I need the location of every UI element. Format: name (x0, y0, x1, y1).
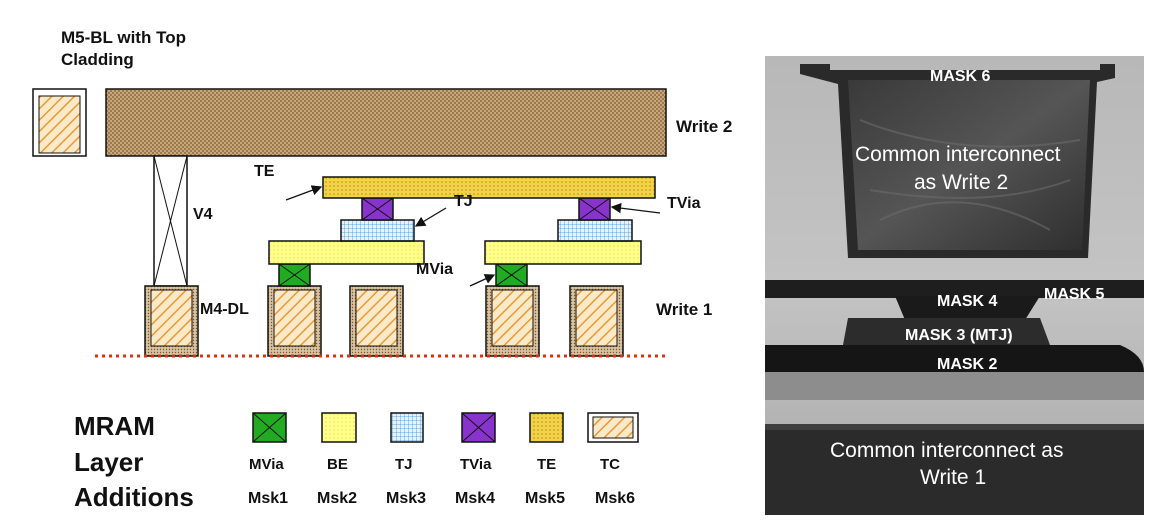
legend-name-mvia: MVia (249, 456, 284, 473)
m4-base-5 (569, 285, 624, 357)
legend-name-tj: TJ (395, 456, 413, 473)
legend-title-line3: Additions (74, 482, 194, 512)
photo-top-caption-line1: Common interconnect (855, 143, 1061, 166)
legend-mask-msk3: Msk3 (386, 490, 427, 507)
mvia-left (278, 263, 311, 287)
te-label: TE (254, 163, 275, 180)
legend-name-tc: TC (600, 456, 620, 473)
tvia-right (578, 197, 611, 221)
mvia-right (495, 263, 528, 287)
m4-base-1 (144, 285, 199, 357)
photo-bottom-caption-line2: Write 1 (920, 466, 987, 489)
m4-dl-label: M4-DL (200, 301, 249, 318)
photo-mask6-label: MASK 6 (930, 68, 991, 85)
tj-right (557, 219, 633, 242)
legend-name-tvia: TVia (460, 456, 492, 473)
legend-mask-msk5: Msk5 (525, 490, 566, 507)
tj-label: TJ (454, 193, 473, 210)
photo-mask2-label: MASK 2 (937, 356, 998, 373)
write2-label: Write 2 (676, 117, 733, 136)
photo-bottom-caption-line1: Common interconnect as (830, 439, 1064, 462)
mvia-arrow (469, 274, 496, 287)
v4-via (153, 155, 188, 287)
legend-swatch-tj (390, 412, 424, 443)
m5-bl-label-line1: M5-BL with Top (61, 28, 186, 47)
mvia-label: MVia (416, 261, 454, 278)
legend-mask-msk2: Msk2 (317, 490, 358, 507)
m5-bl-label-line2: Cladding (61, 50, 134, 69)
photo-top-caption-line2: as Write 2 (914, 171, 1009, 194)
tvia-label: TVia (667, 195, 701, 212)
m4-base-3 (349, 285, 404, 357)
legend-mask-msk4: Msk4 (455, 490, 496, 507)
be-bar-left (268, 240, 425, 265)
tj-arrow (414, 207, 447, 227)
legend-mask-msk6: Msk6 (595, 490, 636, 507)
photo-mask5-label: MASK 5 (1044, 286, 1105, 303)
m4-base-2 (267, 285, 322, 357)
te-bar (322, 176, 656, 199)
write2-metal-bar (105, 88, 667, 157)
tvia-arrow (610, 202, 661, 214)
legend-title-line2: Layer (74, 447, 144, 477)
legend-mask-msk1: Msk1 (248, 490, 289, 507)
legend-name-be: BE (327, 456, 348, 473)
legend-swatch-mvia (252, 412, 287, 443)
legend-title-line1: MRAM (74, 411, 155, 441)
legend-swatch-tc (587, 412, 639, 443)
photo-mask3-label: MASK 3 (MTJ) (905, 327, 1013, 344)
te-arrow (285, 185, 323, 201)
legend-name-te: TE (537, 456, 557, 473)
legend-swatch-te (529, 412, 564, 443)
m5-bl-left-block (32, 88, 87, 157)
v4-label: V4 (193, 206, 213, 223)
m4-base-4 (485, 285, 540, 357)
tem-photo (765, 56, 1144, 515)
photo-mask4-label: MASK 4 (937, 293, 998, 310)
be-bar-right (484, 240, 642, 265)
legend-swatch-tvia (461, 412, 496, 443)
tj-left (340, 219, 415, 242)
write1-label: Write 1 (656, 300, 713, 319)
tvia-left (361, 197, 394, 221)
legend-swatch-be (321, 412, 357, 443)
